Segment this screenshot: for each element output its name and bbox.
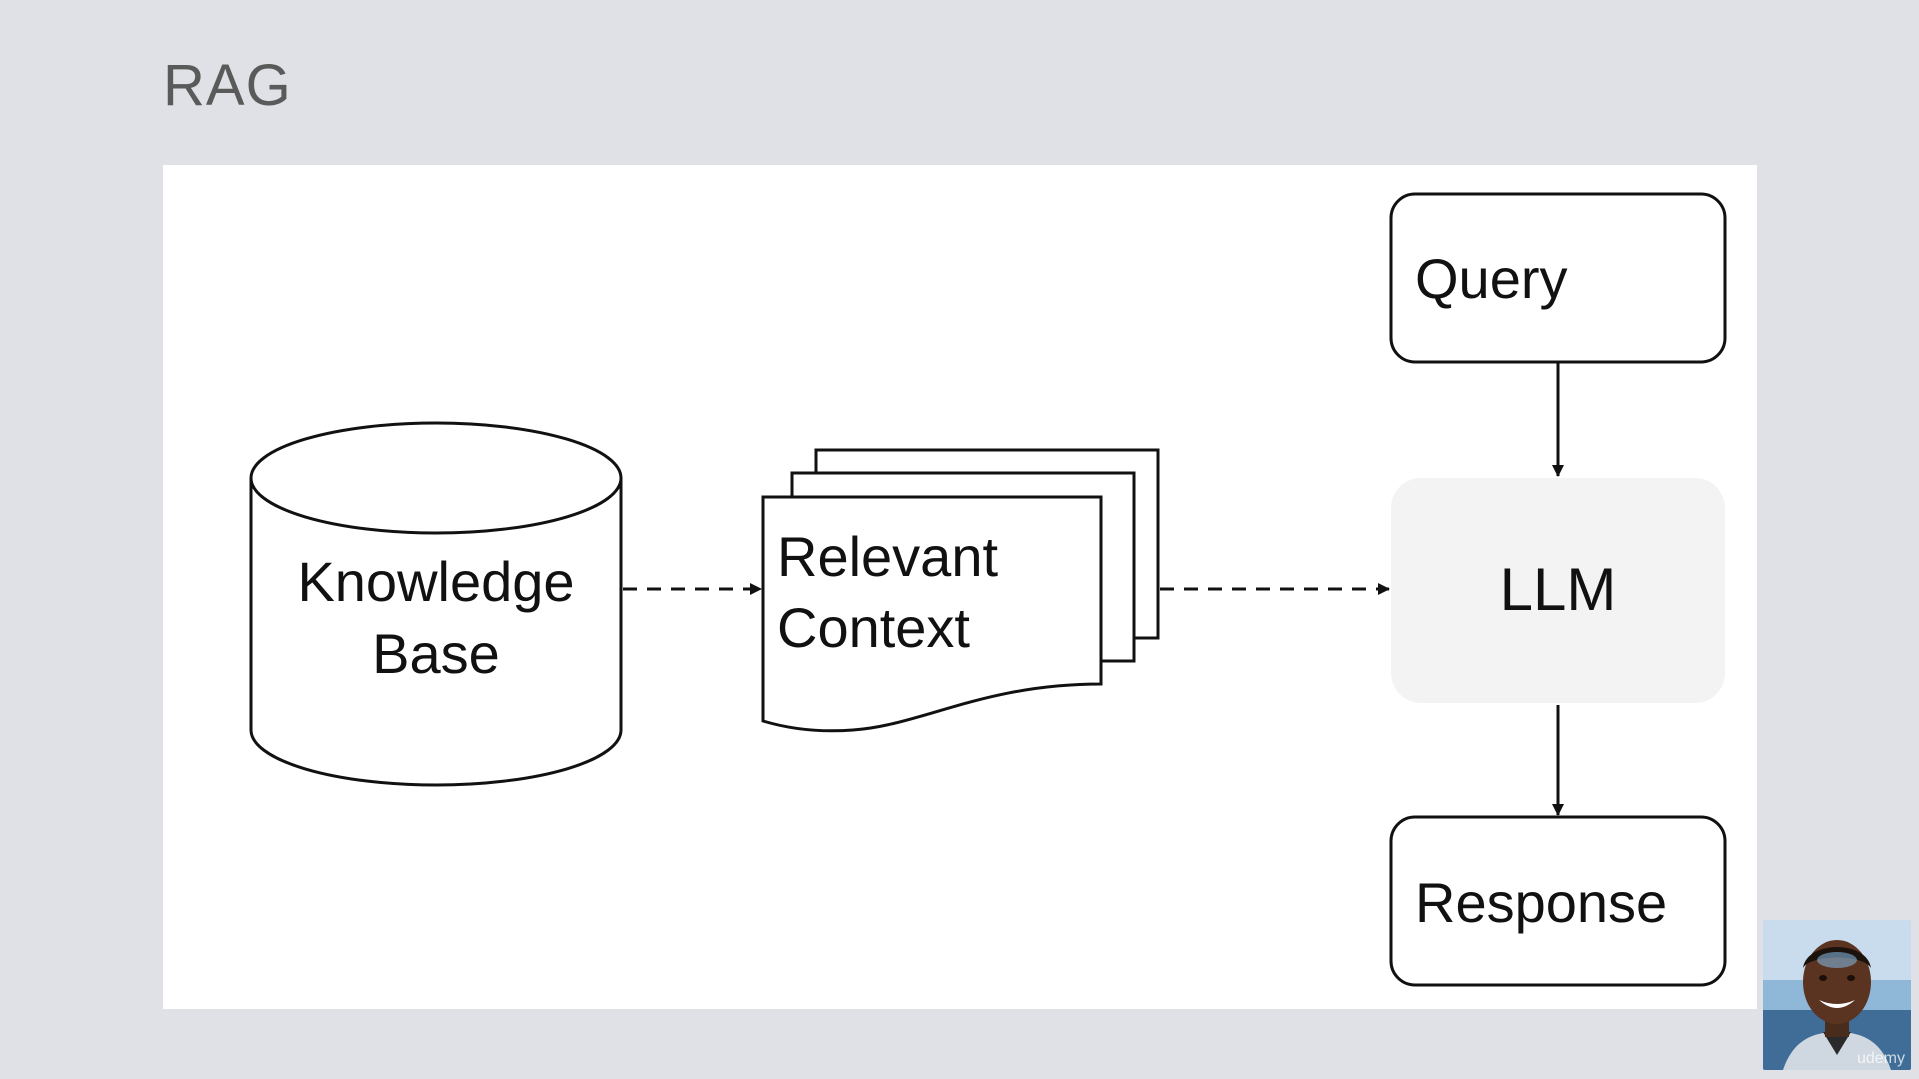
knowledge-base-label-line2: Base (372, 622, 500, 685)
query-box (1389, 192, 1727, 364)
llm-box (1391, 478, 1725, 703)
presenter-webcam: udemy (1763, 920, 1911, 1070)
knowledge-base-cylinder-body (249, 478, 623, 787)
slide-title: RAG (163, 53, 292, 118)
knowledge-base-node: Knowledge Base (249, 421, 623, 787)
knowledge-base-cylinder-top (249, 421, 623, 535)
knowledge-base-label-line1: Knowledge (297, 550, 574, 613)
diagram-panel: Knowledge Base Relevant Context Query LL… (163, 165, 1757, 1009)
watermark-text: udemy (1856, 1050, 1905, 1067)
response-node: Response (1389, 815, 1727, 987)
query-label: Query (1415, 247, 1568, 310)
relevant-context-label-line1: Relevant (777, 525, 998, 588)
document-front (761, 495, 1103, 733)
llm-label: LLM (1500, 556, 1617, 623)
rag-diagram: Knowledge Base Relevant Context Query LL… (249, 192, 1727, 987)
query-node: Query (1389, 192, 1727, 364)
presenter-avatar (1763, 920, 1911, 1070)
relevant-context-node: Relevant Context (761, 448, 1160, 733)
response-label: Response (1415, 871, 1667, 934)
response-box (1389, 815, 1727, 987)
relevant-context-label-line2: Context (777, 596, 970, 659)
llm-node: LLM (1391, 478, 1725, 703)
